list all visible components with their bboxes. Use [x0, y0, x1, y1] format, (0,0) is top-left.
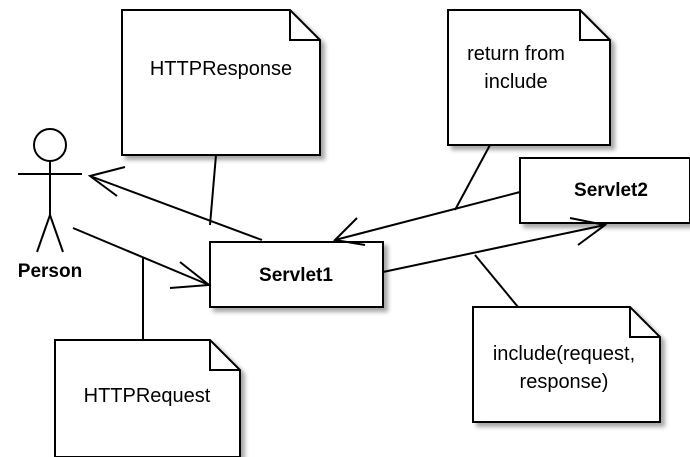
actor-left-leg [36, 214, 51, 253]
note-include-line-2: response) [520, 371, 609, 393]
anchor-return-from-include [454, 144, 491, 211]
note-include-call: include(request, response) [472, 306, 661, 423]
box-servlet2: Servlet2 [519, 157, 690, 224]
note-http-response: HTTPResponse [121, 9, 321, 156]
box-servlet1-label: Servlet1 [259, 265, 333, 286]
note-return-line-2: include [484, 71, 547, 93]
actor-head [33, 128, 67, 162]
box-servlet2-label: Servlet2 [574, 180, 648, 201]
box-servlet1: Servlet1 [209, 241, 384, 308]
note-include-line-1: include(request, [493, 343, 635, 365]
note-http-request: HTTPRequest [54, 339, 241, 457]
note-return-from-include: return from include [447, 9, 611, 146]
note-http-response-line-1: HTTPResponse [150, 58, 292, 80]
note-http-request-line-1: HTTPRequest [84, 385, 211, 407]
arrow-servlet1-to-servlet2 [382, 217, 608, 273]
actor-right-leg [49, 214, 64, 253]
actor-label: Person [18, 261, 82, 282]
anchor-include-call [474, 254, 519, 308]
arrow-person-to-servlet1 [72, 227, 212, 289]
arrow-servlet2-to-servlet1 [332, 191, 521, 246]
note-return-line-1: return from [467, 43, 565, 65]
actor-person: Person [18, 128, 82, 282]
anchor-http-response [209, 154, 217, 226]
arrow-servlet1-to-person [87, 166, 263, 241]
